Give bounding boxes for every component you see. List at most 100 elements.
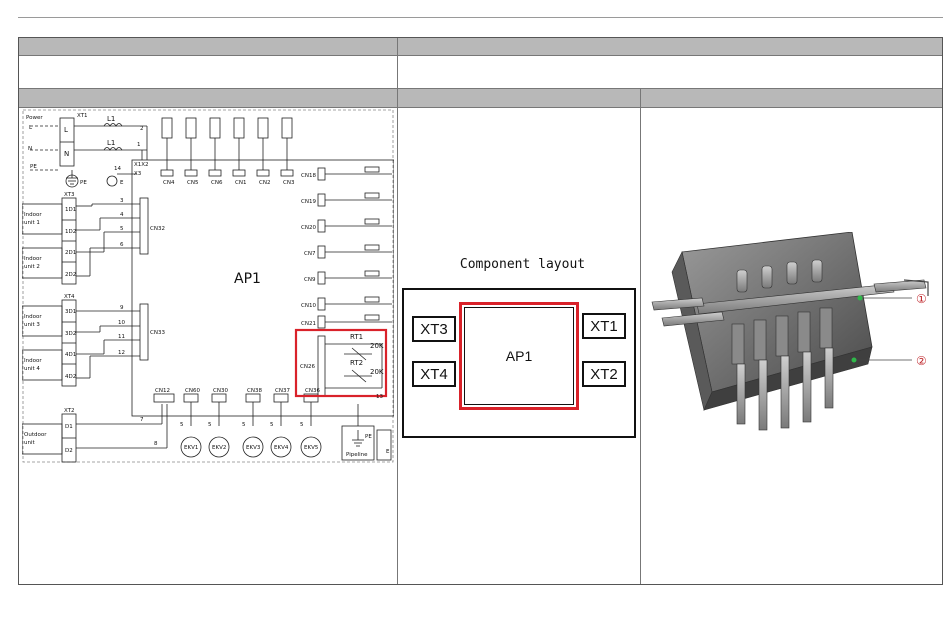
- indoor1-line1: Indoor: [24, 212, 42, 218]
- ap1-board-label: AP1: [464, 307, 574, 405]
- right-cn-1: CN18: [301, 173, 316, 179]
- l1-label-2: L1: [107, 139, 115, 147]
- rt2-label: RT2: [350, 359, 363, 367]
- cn12-label: CN12: [155, 388, 170, 394]
- right-cn-6: CN10: [301, 303, 316, 309]
- right-cn-2: CN19: [301, 199, 316, 205]
- wire-1: 1: [137, 142, 141, 148]
- xt3-term-1: 1D1: [65, 207, 76, 213]
- l1-label-1: L1: [107, 115, 115, 123]
- power-label: Power: [26, 115, 43, 121]
- ekv5-label: EKV5: [304, 445, 319, 451]
- top-cn-1: CN4: [163, 180, 175, 186]
- xt4-label: XT4: [64, 294, 75, 300]
- bottom-cn-3: CN38: [247, 388, 262, 394]
- xt1-terminal: XT1: [582, 313, 626, 339]
- table-header-second: [19, 89, 942, 108]
- rt1-value: 20K: [370, 342, 384, 350]
- wire-3: 3: [120, 198, 124, 204]
- component-layout-title: Component layout: [459, 257, 586, 272]
- right-edge-label: E: [386, 449, 390, 455]
- wire-9: 9: [120, 305, 124, 311]
- wire-14: 14: [114, 166, 121, 172]
- indoor2-line2: unit 2: [24, 264, 40, 270]
- bottom-cn-2: CN30: [213, 388, 228, 394]
- xt2-terminal: XT2: [582, 361, 626, 387]
- wire-2: 2: [140, 126, 144, 132]
- xt2-term-2: D2: [65, 448, 73, 454]
- xt4-term-4: 4D2: [65, 374, 76, 380]
- ap1-board-highlight: AP1: [459, 302, 579, 410]
- bottom-cn-4: CN37: [275, 388, 290, 394]
- xt4-term-2: 3D2: [65, 331, 76, 337]
- wire-8: 8: [154, 441, 158, 447]
- indoor4-line2: unit 4: [24, 366, 40, 372]
- wire-6: 6: [120, 242, 124, 248]
- indoor2-line1: Indoor: [24, 256, 42, 262]
- outdoor-line2: unit: [24, 440, 35, 446]
- xt2-label: XT2: [64, 408, 75, 414]
- ekv2-wire: 5: [208, 422, 212, 428]
- sensor-point-2: [851, 357, 857, 363]
- sensor-point-1: [857, 295, 863, 301]
- right-cn-3: CN20: [301, 225, 316, 231]
- right-cn-4: CN7: [304, 251, 316, 257]
- unit-rendering: ① ②: [651, 232, 929, 431]
- marker-2: ②: [916, 354, 927, 368]
- x3-label: X3: [134, 171, 142, 177]
- ekv3-wire: 5: [242, 422, 246, 428]
- xt1-l: L: [64, 126, 68, 134]
- ap1-label: AP1: [234, 271, 261, 287]
- xt3-term-2: 1D2: [65, 229, 76, 235]
- top-cn-6: CN3: [283, 180, 295, 186]
- rt2-value: 20K: [370, 368, 384, 376]
- component-layout-box: [402, 288, 636, 438]
- wire-13: 13: [376, 394, 383, 400]
- n-label: N: [28, 146, 32, 152]
- col-divider-photo: [640, 89, 641, 584]
- top-cn-4: CN1: [235, 180, 246, 186]
- e-ground-label: E: [120, 180, 124, 186]
- indoor1-line2: unit 1: [24, 220, 40, 226]
- ekv4-wire: 5: [270, 422, 274, 428]
- right-cn-5: CN9: [304, 277, 316, 283]
- xt4-term-3: 4D1: [65, 352, 76, 358]
- bottom-cn-5: CN36: [305, 388, 320, 394]
- cn32-label: CN32: [150, 226, 165, 232]
- rt1-label: RT1: [350, 333, 363, 341]
- top-cn-2: CN5: [187, 180, 199, 186]
- xt3-term-3: 2D1: [65, 250, 76, 256]
- cn26-label: CN26: [300, 364, 315, 370]
- indoor4-line1: Indoor: [24, 358, 42, 364]
- ekv1-wire: 5: [180, 422, 184, 428]
- x1x2-label: X1X2: [134, 162, 149, 168]
- wire-10: 10: [118, 320, 125, 326]
- pe-ground-label: PE: [80, 180, 87, 186]
- l-label: L: [29, 125, 33, 131]
- top-cn-3: CN6: [211, 180, 223, 186]
- outdoor-line1: Outdoor: [24, 432, 47, 438]
- top-rule: [18, 17, 943, 18]
- right-cn-7: CN21: [301, 321, 316, 327]
- row-divider: [19, 88, 942, 89]
- xt1-n: N: [64, 150, 69, 158]
- ekv2-label: EKV2: [212, 445, 226, 451]
- pipeline-pe-label: PE: [365, 434, 372, 440]
- ekv5-wire: 5: [300, 422, 304, 428]
- marker-1: ①: [916, 292, 927, 306]
- col-divider-main: [397, 38, 398, 584]
- wire-12: 12: [118, 350, 125, 356]
- xt3-term-4: 2D2: [65, 272, 76, 278]
- xt2-term-1: D1: [65, 424, 73, 430]
- wire-7: 7: [140, 417, 144, 423]
- xt4-term-1: 3D1: [65, 309, 76, 315]
- ekv3-label: EKV3: [246, 445, 261, 451]
- table-header-top: [19, 38, 942, 56]
- wire-5: 5: [120, 226, 124, 232]
- xt1-label: XT1: [77, 113, 88, 119]
- ekv4-label: EKV4: [274, 445, 289, 451]
- pe-label: PE: [30, 164, 37, 170]
- bottom-cn-1: CN60: [185, 388, 200, 394]
- cn26-highlight: [294, 328, 388, 398]
- top-cn-5: CN2: [259, 180, 270, 186]
